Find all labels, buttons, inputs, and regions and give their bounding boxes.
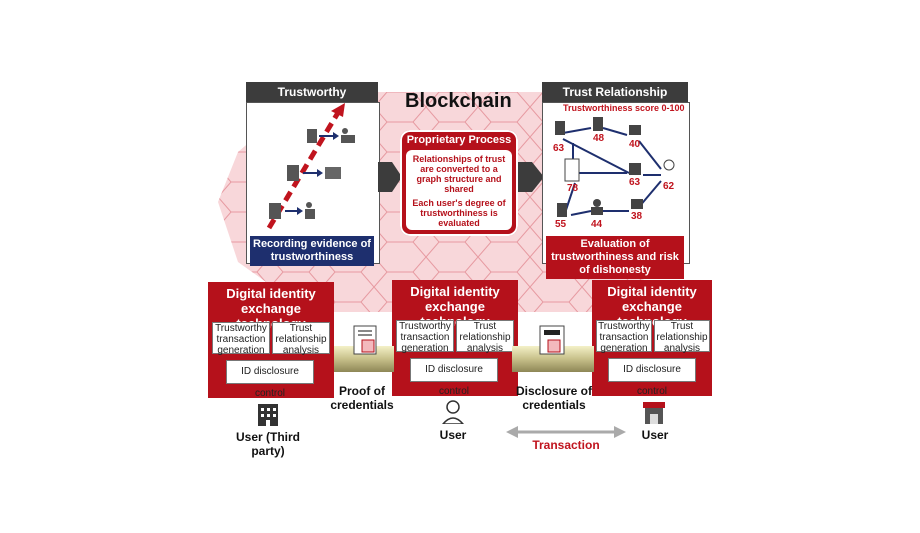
trust-evaluation-caption: Evaluation of trustworthiness and risk o… (546, 236, 684, 279)
trust-graph (555, 117, 675, 217)
blockchain-label: Blockchain (405, 90, 512, 112)
left-flow-arrow (378, 162, 402, 192)
building-icon (258, 404, 278, 426)
relationship-analysis-box: Trust relationship analysis (456, 320, 514, 354)
right-flow-arrow (518, 162, 544, 192)
score-node-8: 44 (591, 219, 603, 230)
did-module-title: Digital identity exchange technology (226, 286, 316, 331)
user-center-label: User (439, 428, 467, 442)
did-module-store-user: Digital identity exchange technology Tru… (592, 280, 712, 397)
relationship-analysis-box: Trust relationship analysis (272, 322, 330, 356)
transaction-label: Transaction (532, 438, 600, 452)
recording-evidence-caption: Recording evidence of trustworthiness (250, 236, 374, 266)
id-disclosure-control-box: ID disclosure control (226, 360, 314, 399)
did-module-third-party: Digital identity exchange technology Tru… (208, 282, 334, 399)
disclosure-of-credentials-label: Disclosure of credentials (515, 384, 593, 412)
store-icon (643, 402, 665, 424)
proof-credential-pipe (334, 325, 394, 372)
score-node-1: 63 (553, 143, 565, 154)
transaction-chain-illustration (266, 103, 355, 230)
did-module-center-user: Digital identity exchange technology Tru… (392, 280, 518, 397)
user-third-party-label: User (Third party) (235, 430, 300, 458)
disclosure-credential-pipe (512, 325, 594, 372)
transaction-generation-box: Trustworthy transaction generation (596, 320, 652, 354)
id-disclosure-control-box: ID disclosure control (608, 358, 696, 397)
transaction-generation-box: Trustworthy transaction generation (212, 322, 270, 356)
relationship-analysis-box: Trust relationship analysis (654, 320, 710, 354)
graph-conversion-text: Relationships of trust are converted to … (412, 154, 506, 194)
score-node-6: 62 (663, 181, 675, 192)
trust-evaluation-text: Each user's degree of trustworthiness is… (412, 198, 506, 228)
score-node-3: 40 (629, 139, 641, 150)
score-node-9: 38 (631, 211, 643, 222)
score-node-4: 78 (567, 183, 579, 194)
id-disclosure-control-box: ID disclosure control (410, 358, 498, 397)
score-range-label: Trustworthiness score 0-100 (563, 103, 685, 113)
person-icon (442, 400, 464, 424)
proprietary-process-box: Proprietary Process Relationships of tru… (400, 130, 518, 236)
score-node-2: 48 (593, 133, 605, 144)
proprietary-process-title: Proprietary Process (406, 134, 512, 146)
score-node-7: 55 (555, 219, 567, 230)
score-node-5: 63 (629, 177, 641, 188)
transaction-arrow (506, 426, 626, 438)
proof-of-credentials-label: Proof of credentials (330, 384, 394, 412)
user-store-label: User (641, 428, 669, 442)
proprietary-process-inner: Relationships of trust are converted to … (406, 150, 512, 230)
transaction-generation-box: Trustworthy transaction generation (396, 320, 454, 354)
did-module-title: Digital identity exchange technology (410, 284, 500, 329)
